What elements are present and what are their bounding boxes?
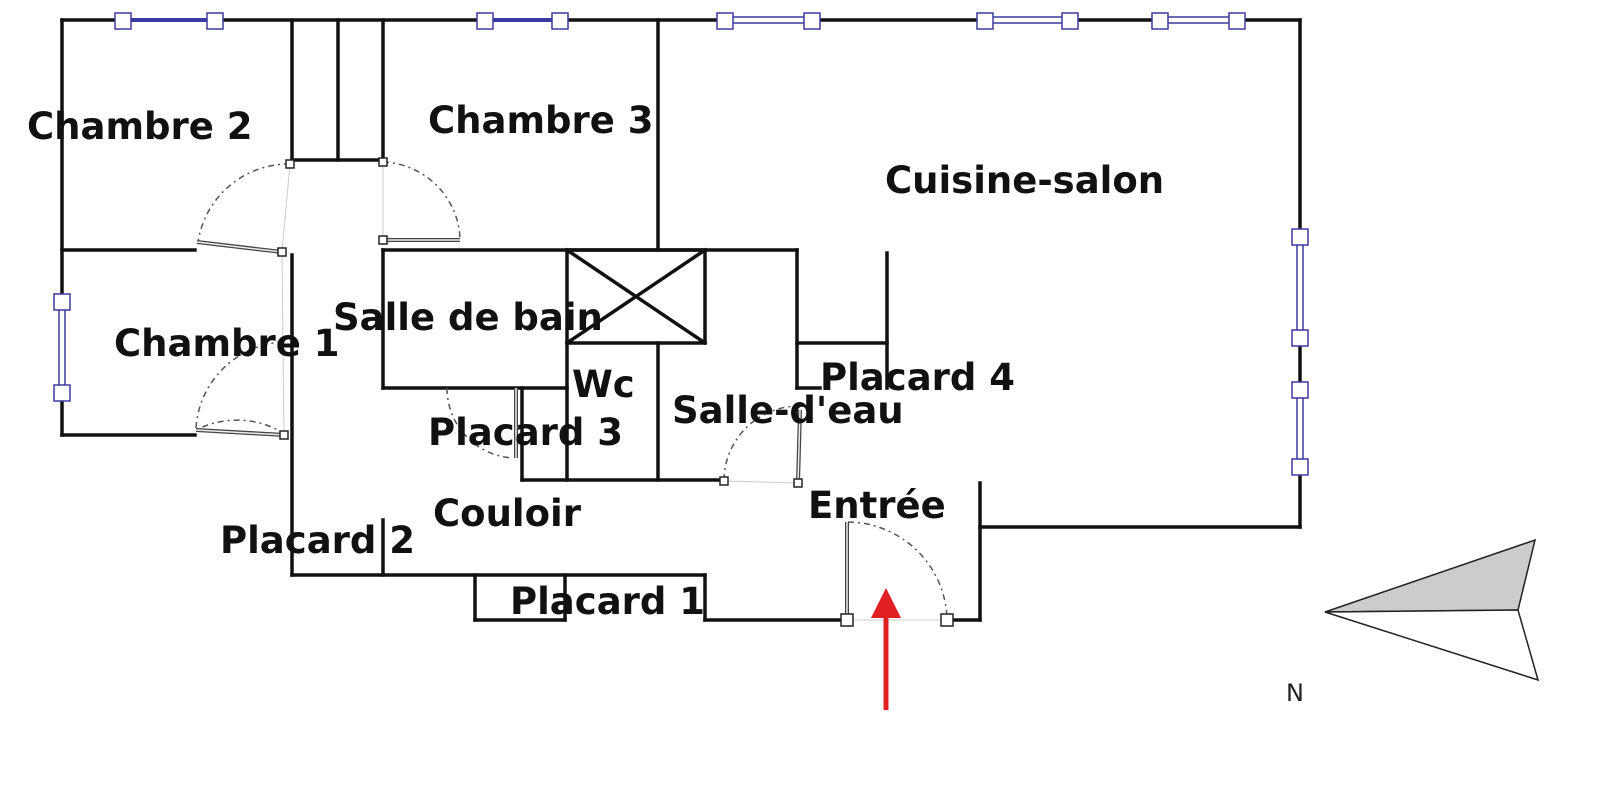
entry-arrow — [871, 588, 901, 710]
room-label-entree: Entrée — [808, 484, 946, 527]
room-label-salle-de-bain: Salle de bain — [333, 296, 603, 339]
compass-north-label: N — [1286, 679, 1304, 707]
room-label-wc: Wc — [572, 363, 635, 406]
doors — [195, 157, 954, 627]
room-label-chambre-1: Chambre 1 — [114, 322, 340, 365]
room-label-chambre-3: Chambre 3 — [428, 99, 654, 142]
windows — [53, 12, 1309, 476]
room-label-salle-d-eau: Salle-d'eau — [672, 389, 904, 432]
room-label-cuisine-salon: Cuisine-salon — [885, 159, 1165, 202]
room-label-placard-2: Placard 2 — [220, 519, 416, 562]
room-label-placard-4: Placard 4 — [820, 356, 1016, 399]
room-label-couloir: Couloir — [433, 492, 581, 535]
walls — [60, 18, 1302, 622]
compass-icon — [1324, 538, 1540, 682]
room-label-placard-3: Placard 3 — [428, 411, 624, 454]
room-label-chambre-2: Chambre 2 — [27, 105, 253, 148]
room-label-placard-1: Placard 1 — [510, 580, 706, 623]
